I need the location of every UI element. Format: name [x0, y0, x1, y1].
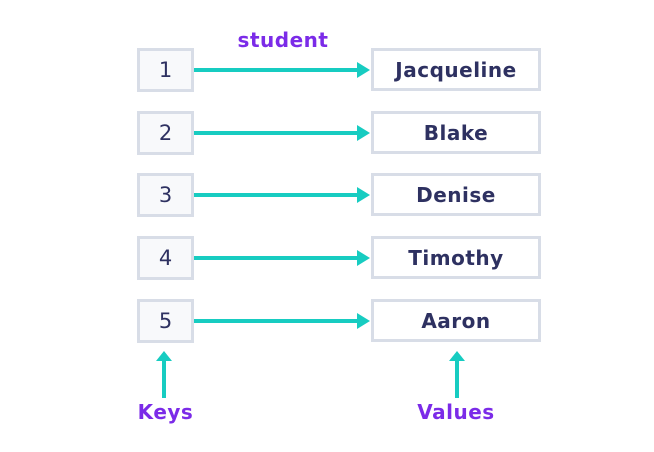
arrow-head: [449, 351, 465, 361]
arrow-shaft: [194, 255, 357, 260]
dictionary-name-label: student: [237, 28, 329, 52]
arrow-shaft: [455, 361, 459, 398]
value-text: Denise: [416, 182, 496, 207]
arrow-shaft: [194, 318, 357, 323]
mapping-row: 5 Aaron: [137, 298, 541, 343]
arrow-right-icon: [194, 186, 370, 203]
arrow-up-icon: [449, 351, 465, 398]
key-box: 1: [137, 47, 194, 92]
key-text: 2: [158, 120, 173, 145]
arrow-head: [156, 351, 172, 361]
value-text: Aaron: [421, 308, 491, 333]
arrow-head: [357, 186, 370, 203]
value-box: Blake: [371, 111, 541, 154]
mapping-row: 2 Blake: [137, 110, 541, 155]
arrow-shaft: [194, 67, 357, 72]
value-text: Blake: [423, 120, 489, 145]
arrow-right-icon: [194, 124, 370, 141]
arrow-head: [357, 61, 370, 78]
arrow-head: [357, 249, 370, 266]
mapping-row: 3 Denise: [137, 172, 541, 217]
value-box: Jacqueline: [371, 48, 541, 91]
key-box: 2: [137, 110, 194, 155]
key-text: 5: [158, 308, 173, 333]
keys-label: Keys: [137, 400, 194, 424]
arrow-right-icon: [194, 249, 370, 266]
key-box: 4: [137, 235, 194, 280]
key-text: 4: [158, 245, 173, 270]
value-text: Timothy: [408, 245, 504, 270]
arrow-right-icon: [194, 312, 370, 329]
arrow-up-icon: [156, 351, 172, 398]
key-text: 1: [158, 57, 173, 82]
mapping-row: 1 Jacqueline: [137, 47, 541, 92]
mapping-row: 4 Timothy: [137, 235, 541, 280]
value-box: Aaron: [371, 299, 541, 342]
arrow-shaft: [194, 130, 357, 135]
key-box: 5: [137, 298, 194, 343]
arrow-right-icon: [194, 61, 370, 78]
key-box: 3: [137, 172, 194, 217]
value-box: Timothy: [371, 236, 541, 279]
values-label: Values: [417, 400, 495, 424]
value-text: Jacqueline: [395, 57, 517, 82]
arrow-shaft: [194, 192, 357, 197]
value-box: Denise: [371, 173, 541, 216]
arrow-head: [357, 124, 370, 141]
key-text: 3: [158, 182, 173, 207]
arrow-shaft: [162, 361, 166, 398]
arrow-head: [357, 312, 370, 329]
